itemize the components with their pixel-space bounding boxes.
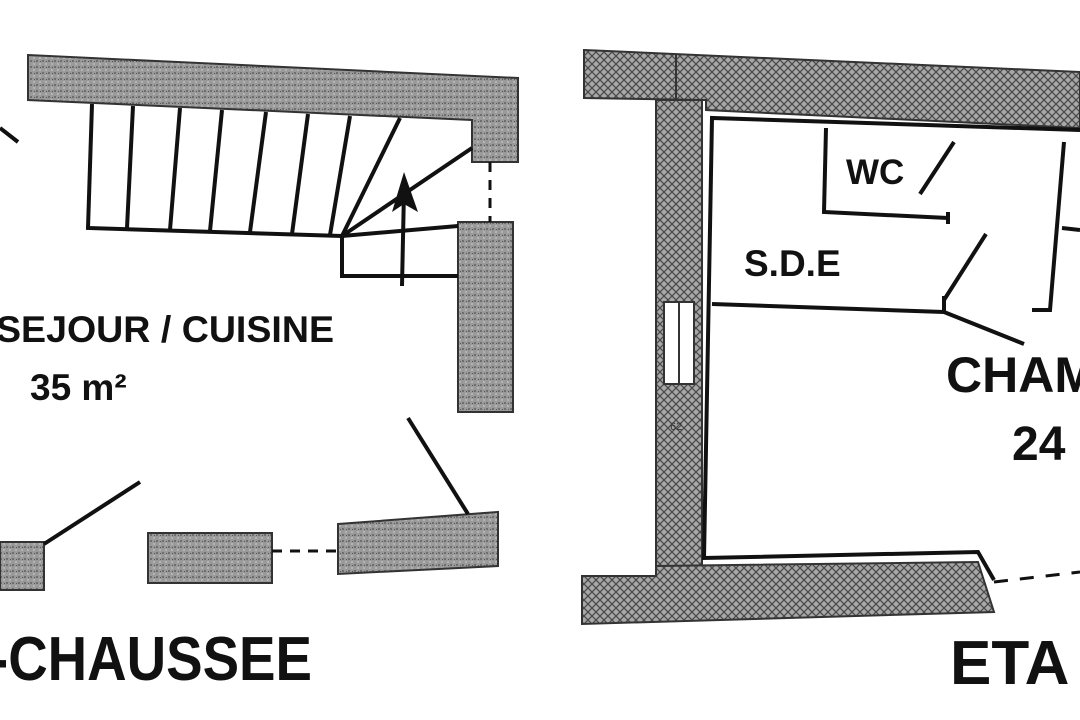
sde-partition: [711, 302, 945, 314]
upper-window-dash: [993, 570, 1080, 584]
ground-door-swing-bottom-left: [42, 480, 142, 546]
upper-room-name: CHAM: [946, 347, 1080, 403]
bedroom-door-swing: [943, 310, 1025, 346]
upper-inner-outline: [701, 115, 1080, 581]
stair-arrow-icon: [392, 172, 418, 212]
ground-door-swing-top-left: [0, 126, 20, 144]
closet-partition: [1032, 141, 1066, 312]
wc-partition: [821, 127, 949, 220]
ground-room-name: SEJOUR / CUISINE: [0, 309, 334, 350]
upper-top-wall: [583, 48, 1080, 130]
wc-door-swing: [918, 140, 956, 196]
staircase: [85, 103, 474, 287]
sde-door-swing: [942, 232, 988, 302]
ground-top-wall: [27, 53, 519, 163]
svg-text:62: 62: [670, 421, 682, 433]
upper-room-area: 24: [1012, 418, 1066, 471]
ground-bottom-wall-middle: [147, 532, 273, 584]
upper-floor-label: ETA: [950, 629, 1069, 698]
upper-bottom-wall: [581, 560, 996, 626]
upper-floor-plan: 62: [581, 48, 1080, 626]
wc-label: WC: [846, 153, 904, 192]
sde-label: S.D.E: [744, 243, 841, 284]
ground-room-area: 35 m²: [30, 367, 127, 408]
ground-floor-label: -CHAUSSEE: [0, 625, 312, 694]
ground-bottom-wall-left: [0, 541, 45, 591]
ground-right-wall: [457, 221, 514, 413]
ground-door-swing-bottom-right: [406, 416, 470, 516]
ground-floor-plan: [0, 53, 519, 591]
ground-bottom-wall-right: [337, 510, 499, 576]
